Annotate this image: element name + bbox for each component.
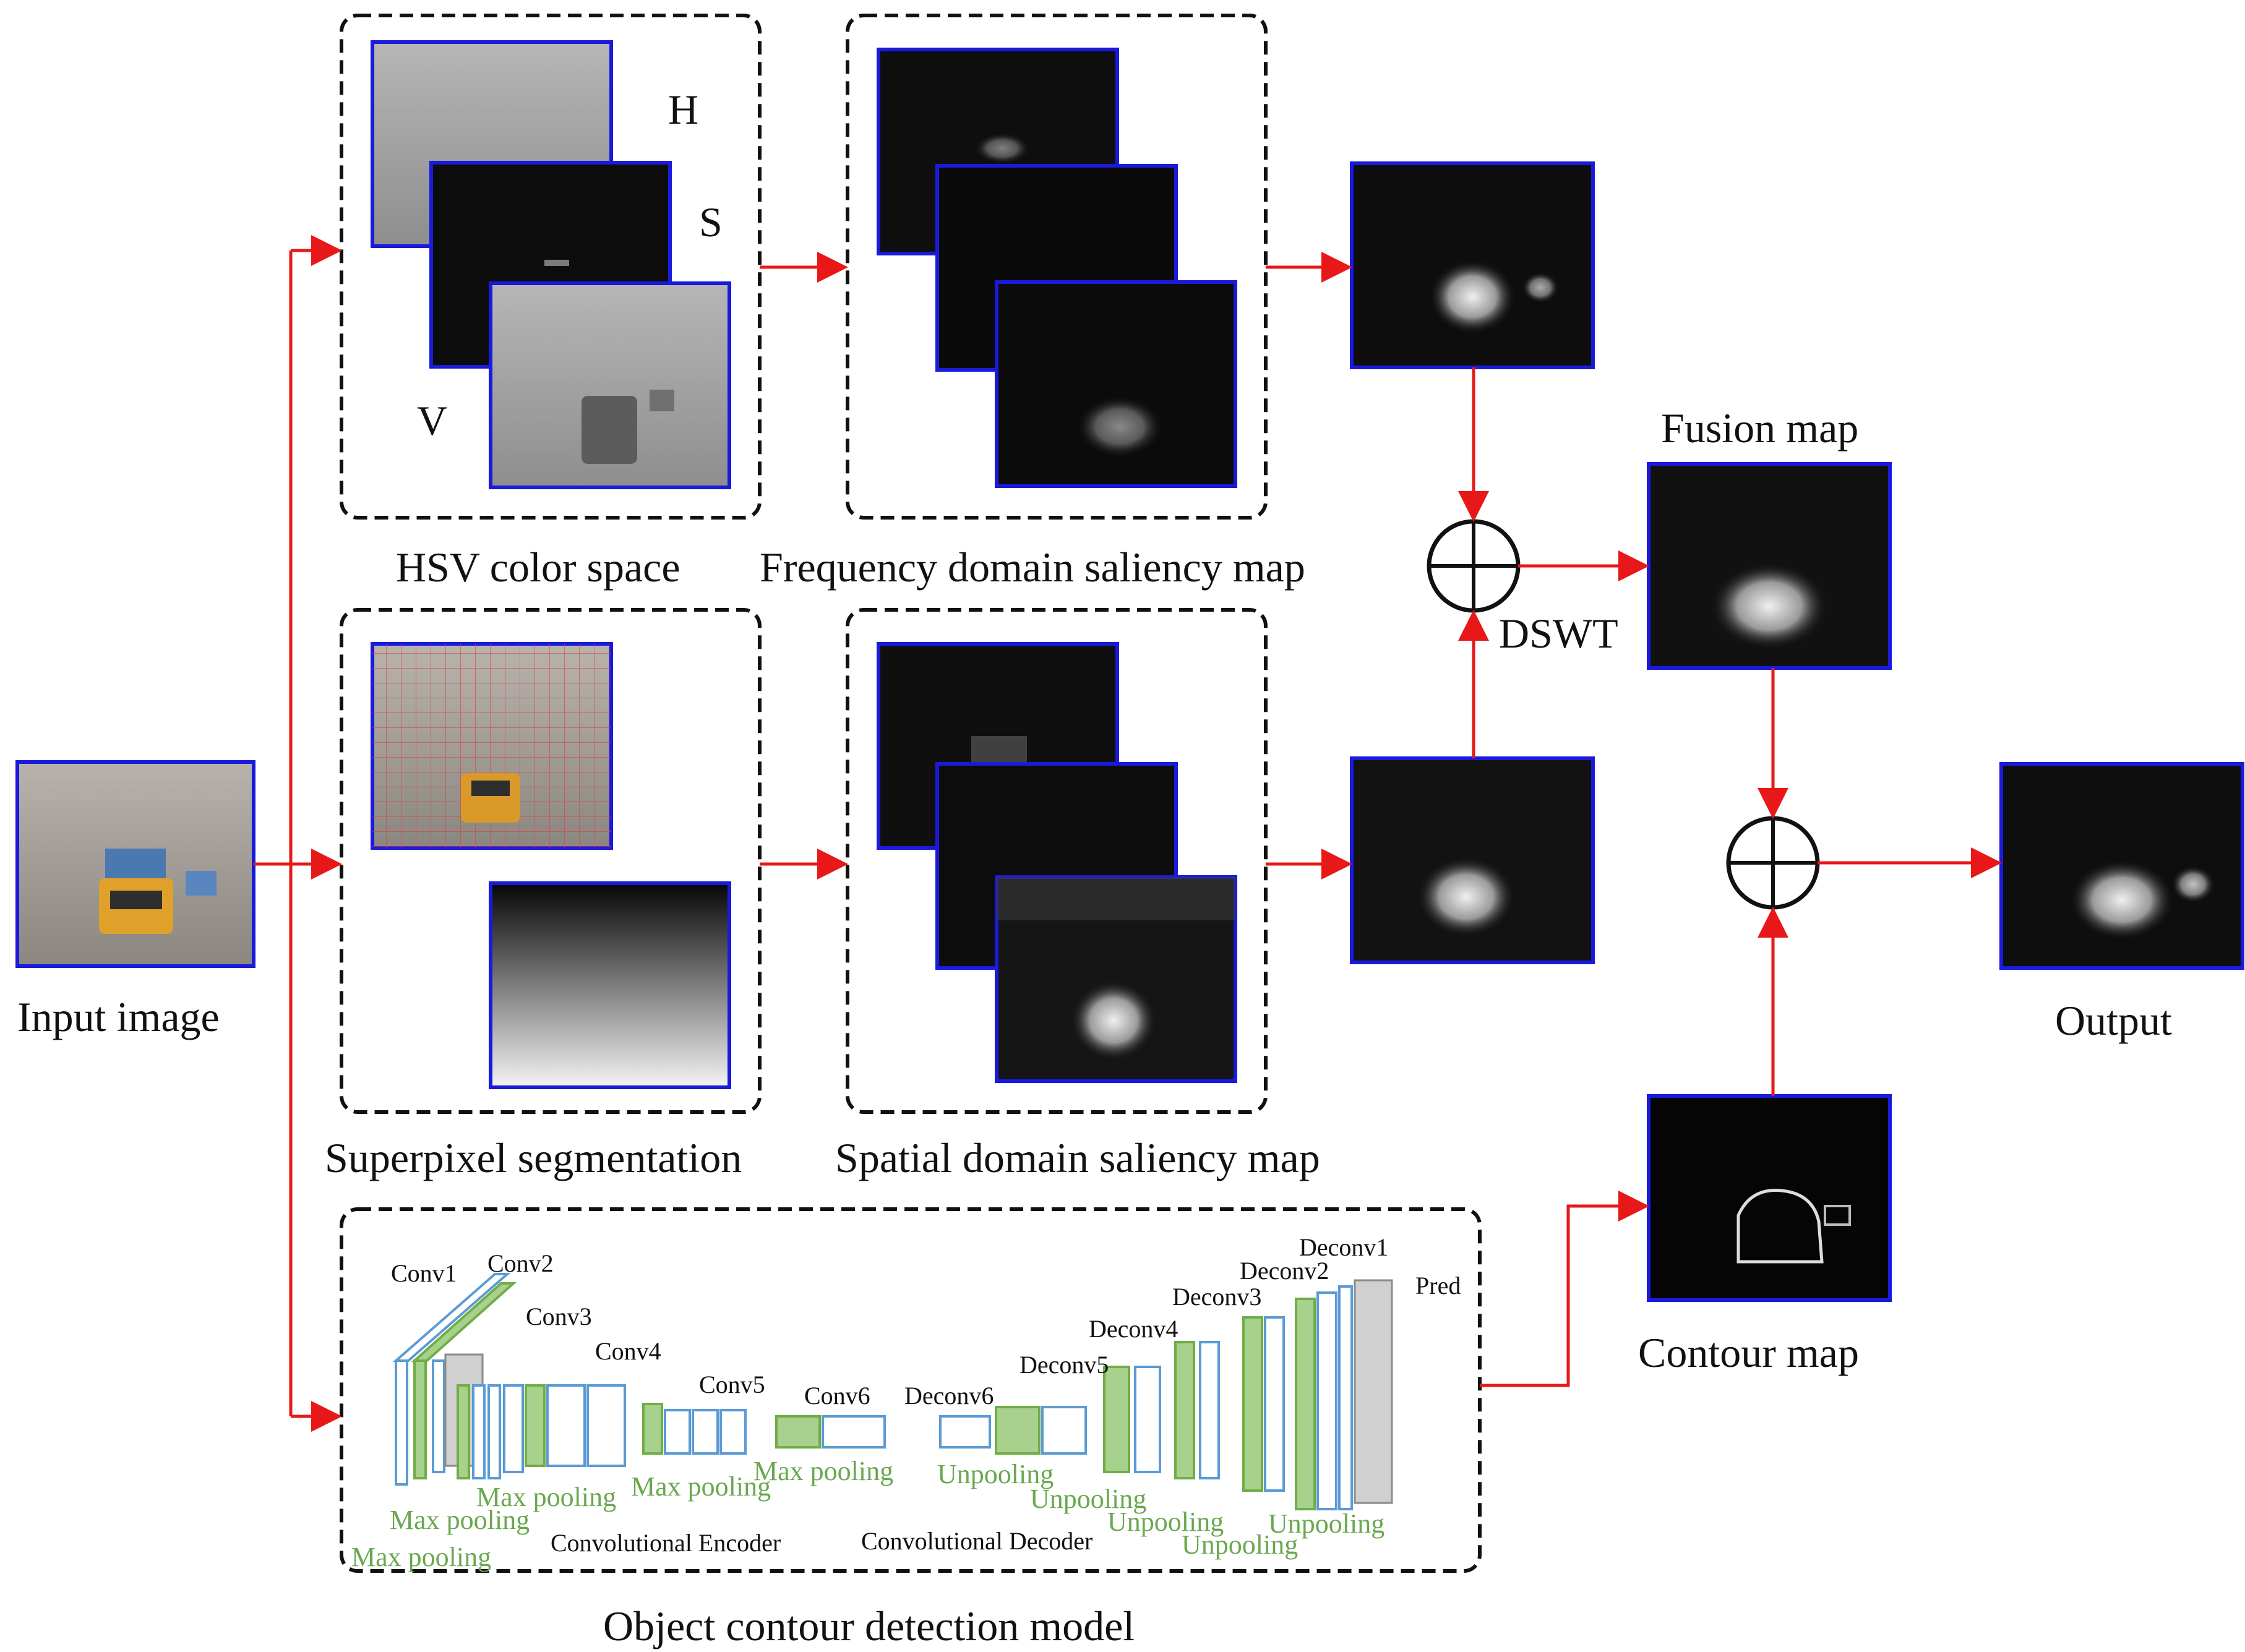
superpixel-caption: Superpixel segmentation xyxy=(325,1134,742,1181)
hsv-caption: HSV color space xyxy=(396,544,680,591)
dswt-label: DSWT xyxy=(1499,610,1618,657)
deconv2-label: Deconv2 xyxy=(1240,1257,1329,1285)
contour-map xyxy=(1647,1094,1892,1302)
hsv-box xyxy=(340,14,762,520)
pred-label: Pred xyxy=(1415,1272,1461,1299)
max-pooling-label-1: Max pooling xyxy=(390,1505,530,1535)
unpooling-label-4: Unpooling xyxy=(1182,1530,1298,1560)
input-image-caption: Input image xyxy=(17,993,220,1040)
freq-map-v xyxy=(995,280,1237,488)
deconv3-label: Deconv3 xyxy=(1172,1283,1261,1311)
unpooling-label-5: Unpooling xyxy=(1268,1509,1384,1539)
freq-caption: Frequency domain saliency map xyxy=(760,544,1305,591)
fusion-map xyxy=(1647,462,1892,670)
max-pooling-label-5: Max pooling xyxy=(753,1456,893,1486)
deconv4-label: Deconv4 xyxy=(1089,1315,1178,1343)
unpooling-label-3: Unpooling xyxy=(1107,1507,1224,1537)
spatial-result-map xyxy=(1350,756,1595,964)
conv6-label: Conv6 xyxy=(804,1382,870,1410)
unpooling-label-1: Unpooling xyxy=(937,1459,1054,1489)
freq-result-map xyxy=(1350,161,1595,369)
deconv6-label: Deconv6 xyxy=(904,1382,994,1410)
deconv5-label: Deconv5 xyxy=(1019,1351,1109,1379)
hsv-v-channel xyxy=(489,281,731,489)
contour-model-box xyxy=(340,1207,1482,1573)
conv2-label: Conv2 xyxy=(487,1249,554,1277)
max-pooling-label-3: Max pooling xyxy=(476,1482,616,1512)
input-image xyxy=(15,760,255,968)
decoder-label: Convolutional Decoder xyxy=(861,1527,1092,1555)
spatial-box xyxy=(846,608,1268,1114)
channel-s-label: S xyxy=(699,199,723,246)
deconv1-label: Deconv1 xyxy=(1299,1233,1388,1261)
superpixel-grid-image xyxy=(371,642,613,850)
fusion-caption: Fusion map xyxy=(1661,404,1858,452)
channel-v-label: V xyxy=(417,397,447,444)
sum-operator xyxy=(1726,816,1820,910)
conv4-label: Conv4 xyxy=(595,1337,661,1365)
conv3-label: Conv3 xyxy=(526,1303,592,1330)
max-pooling-label-2: Max pooling xyxy=(351,1542,491,1572)
output-caption: Output xyxy=(2055,997,2172,1044)
contour-model-caption: Object contour detection model xyxy=(603,1603,1135,1650)
superpixel-gradient xyxy=(489,881,731,1089)
dswt-fusion-operator xyxy=(1427,519,1521,613)
output-map xyxy=(1999,762,2244,970)
unpooling-label-2: Unpooling xyxy=(1030,1484,1146,1514)
encoder-decoder-network xyxy=(392,1273,1393,1510)
spatial-caption: Spatial domain saliency map xyxy=(835,1134,1320,1181)
conv1-label: Conv1 xyxy=(391,1259,457,1287)
encoder-label: Convolutional Encoder xyxy=(551,1529,781,1557)
freq-box xyxy=(846,14,1268,520)
flow-arrows xyxy=(254,235,2002,1432)
conv5-label: Conv5 xyxy=(699,1371,765,1398)
spatial-map-3 xyxy=(995,875,1237,1083)
channel-h-label: H xyxy=(668,86,698,133)
superpixel-box xyxy=(340,608,762,1114)
contour-caption: Contour map xyxy=(1638,1329,1859,1376)
max-pooling-label-4: Max pooling xyxy=(631,1471,771,1502)
